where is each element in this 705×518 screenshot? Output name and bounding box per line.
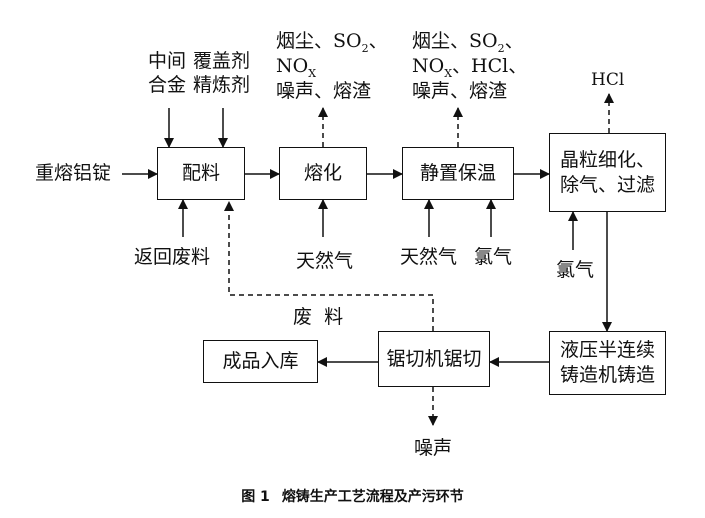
casting-label-line1: 液压半连续 (559, 339, 655, 362)
holding-emissions-line2: NOX、HCl、 (412, 54, 528, 80)
chlorine1-label: 氯气 (474, 246, 513, 268)
melting-label: 熔化 (303, 162, 342, 185)
mixing-label: 配料 (181, 162, 220, 185)
melting-emissions-line2: NOX (276, 54, 317, 80)
mixing-box: 配料 (157, 147, 245, 200)
master-alloy-label: 中间 合金 (148, 50, 186, 98)
refining-label-line2: 除气、过滤 (559, 173, 655, 196)
melting-emissions: 烟尘、SO2、 NOX 噪声、熔渣 (276, 30, 388, 103)
sawing-box: 锯切机锯切 (378, 331, 490, 387)
figure-title: 熔铸生产工艺流程及产污环节 (281, 489, 464, 505)
gas2-label: 天然气 (400, 246, 458, 268)
sawing-label: 锯切机锯切 (386, 347, 482, 370)
casting-label-line2: 铸造机铸造 (559, 364, 655, 386)
chlorine2-label: 氯气 (556, 259, 595, 281)
refining-label-line1: 晶粒细化、 (559, 148, 655, 171)
melting-emissions-line3: 噪声、熔渣 (276, 79, 372, 102)
refining-box: 晶粒细化、 除气、过滤 (549, 133, 666, 212)
flux-line1: 覆盖剂 (193, 50, 251, 72)
storage-label: 成品入库 (222, 350, 299, 373)
sawing-emission: 噪声 (414, 437, 453, 459)
ingot-label: 重熔铝锭 (35, 162, 112, 184)
master-alloy-line2: 合金 (148, 73, 187, 96)
holding-emissions-line3: 噪声、熔渣 (412, 79, 508, 102)
melting-box: 熔化 (279, 147, 367, 200)
figure-caption: 图 1 熔铸生产工艺流程及产污环节 (0, 486, 705, 506)
holding-emissions-line1: 烟尘、SO2、 (412, 30, 524, 55)
flux-line2: 精炼剂 (193, 73, 251, 96)
figure-number: 图 1 (241, 489, 270, 505)
return-scrap-label: 返回废料 (134, 246, 211, 268)
holding-box: 静置保温 (402, 147, 514, 200)
scrap-return-loop (224, 201, 434, 331)
melting-emissions-line1: 烟尘、SO2、 (276, 30, 388, 55)
flux-label: 覆盖剂 精炼剂 (193, 50, 250, 98)
holding-label: 静置保温 (419, 162, 496, 185)
refining-emission: HCl (591, 70, 625, 90)
storage-box: 成品入库 (203, 340, 318, 383)
holding-emissions: 烟尘、SO2、 NOX、HCl、 噪声、熔渣 (412, 30, 527, 103)
gas1-label: 天然气 (296, 250, 354, 272)
master-alloy-line1: 中间 (148, 50, 187, 72)
casting-box: 液压半连续 铸造机铸造 (549, 331, 666, 395)
scrap-label: 废 料 (293, 306, 344, 328)
